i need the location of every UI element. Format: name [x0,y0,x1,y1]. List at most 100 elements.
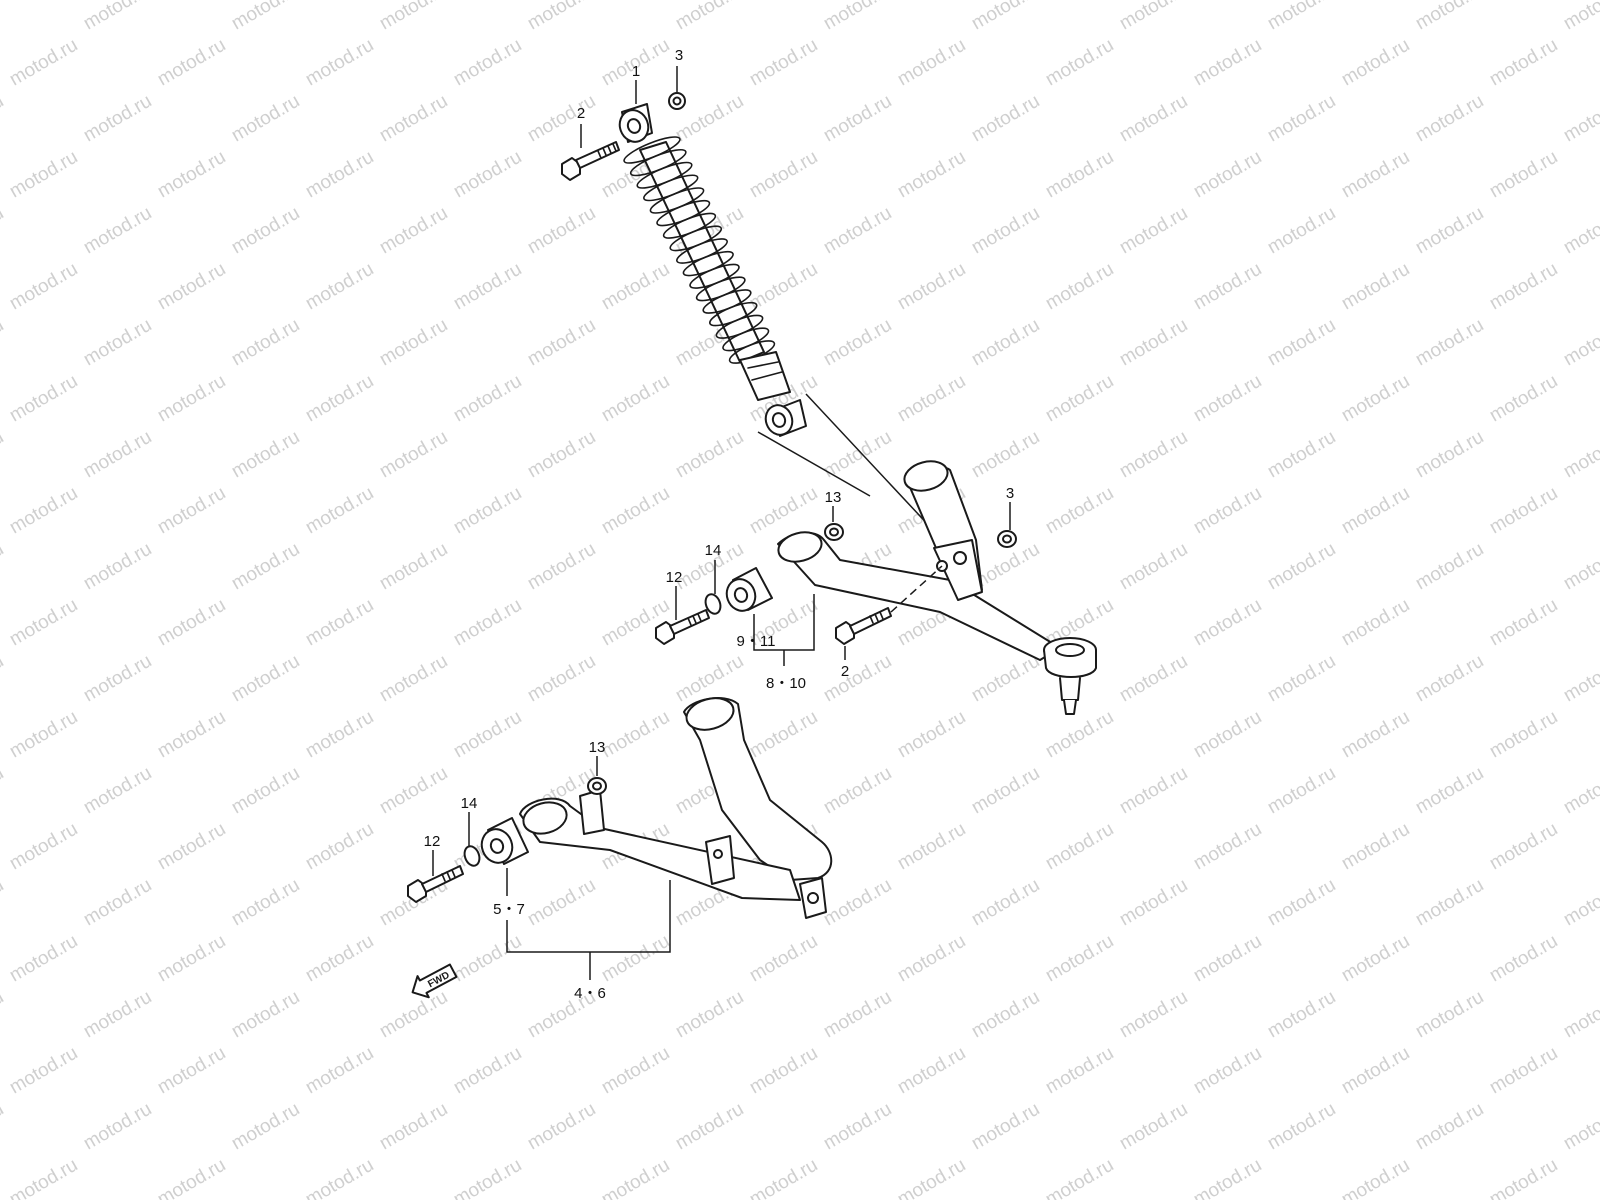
watermark-text: motod.ru [1116,875,1191,931]
watermark-text: motod.ru [80,427,155,483]
watermark-text: motod.ru [80,651,155,707]
watermark-text: motod.ru [6,931,81,987]
watermark-text: motod.ru [1486,595,1561,651]
watermark-text: motod.ru [228,91,303,147]
watermark-text: motod.ru [302,819,377,875]
watermark-text: motod.ru [1116,0,1191,34]
watermark-text: motod.ru [894,931,969,987]
upper-arm-washer [704,593,722,615]
watermark-text: motod.ru [450,483,525,539]
watermark-text: motod.ru [1190,483,1265,539]
watermark-text: motod.ru [598,1043,673,1099]
watermark-text: motod.ru [80,203,155,259]
watermark-text: motod.ru [672,987,747,1043]
watermark-text: motod.ru [1190,595,1265,651]
watermark-text: motod.ru [302,35,377,91]
watermark-text: motod.ru [968,91,1043,147]
watermark-text: motod.ru [1486,1155,1561,1200]
watermark-text: motod.ru [154,147,229,203]
watermark-text: motod.ru [1486,147,1561,203]
watermark-text: motod.ru [1560,875,1600,931]
watermark-text: motod.ru [1190,371,1265,427]
watermark-text: motod.ru [0,987,7,1043]
ball-joint [1043,637,1097,715]
watermark-text: motod.ru [6,595,81,651]
upper-arm-nut-3 [997,530,1017,548]
watermark-text: motod.ru [894,35,969,91]
watermark-text: motod.ru [376,203,451,259]
watermark-text: motod.ru [968,315,1043,371]
upper-arm-nut-13 [824,523,844,541]
watermark-text: motod.ru [598,371,673,427]
callout-lower-arm-bushing: 5・7 [493,901,525,918]
watermark-text: motod.ru [450,707,525,763]
watermark-text: motod.ru [6,1043,81,1099]
watermark-text: motod.ru [1560,1099,1600,1155]
watermark-text: motod.ru [228,539,303,595]
watermark-text: motod.ru [1560,0,1600,34]
watermark-text: motod.ru [228,651,303,707]
watermark-text: motod.ru [820,987,895,1043]
watermark-text: motod.ru [0,203,7,259]
watermark-text: motod.ru [154,483,229,539]
watermark-text: motod.ru [0,651,7,707]
watermark-text: motod.ru [6,35,81,91]
watermark-text: motod.ru [894,707,969,763]
watermark-text: motod.ru [154,35,229,91]
callout-lower-arm-bolt: 12 [424,833,441,850]
watermark-text: motod.ru [524,91,599,147]
watermark-text: motod.ru [1264,875,1339,931]
watermark-text: motod.ru [1412,875,1487,931]
watermark-text: motod.ru [302,259,377,315]
watermark-text: motod.ru [0,539,7,595]
watermark-text: motod.ru [376,0,451,34]
watermark-text: motod.ru [1338,1043,1413,1099]
watermark-text: motod.ru [1042,1043,1117,1099]
watermark-text: motod.ru [820,763,895,819]
watermark-text: motod.ru [1190,931,1265,987]
callout-upper-arm-bolt: 12 [666,569,683,586]
watermark-text: motod.ru [820,91,895,147]
watermark-text: motod.ru [746,147,821,203]
watermark-text: motod.ru [1264,763,1339,819]
watermark-text: motod.ru [1116,651,1191,707]
watermark-text: motod.ru [1042,147,1117,203]
shock-absorber [618,103,949,547]
watermark-text: motod.ru [1190,1155,1265,1200]
callout-upper-arm-bushing: 9・11 [737,633,776,650]
watermark-text: motod.ru [820,1099,895,1155]
watermark-text: motod.ru [80,987,155,1043]
shock-top-bushing [618,103,653,143]
watermark-text: motod.ru [0,427,7,483]
lower-arm-bolt [407,865,464,903]
watermark-text: motod.ru [1412,651,1487,707]
watermark-text: motod.ru [968,1099,1043,1155]
watermark-text: motod.ru [1264,203,1339,259]
watermark-text: motod.ru [450,1043,525,1099]
watermark-text: motod.ru [1412,763,1487,819]
watermark-text: motod.ru [0,0,7,34]
watermark-text: motod.ru [894,1155,969,1200]
watermark-text: motod.ru [154,1043,229,1099]
watermark-text: motod.ru [672,1099,747,1155]
leader-lines [432,66,1011,980]
watermark-text: motod.ru [968,651,1043,707]
watermark-text: motod.ru [154,259,229,315]
watermark-text: motod.ru [820,651,895,707]
watermark-text: motod.ru [894,147,969,203]
watermark-text: motod.ru [154,595,229,651]
watermark-text: motod.ru [1486,259,1561,315]
watermark-text: motod.ru [6,1155,81,1200]
watermark-text: motod.ru [302,371,377,427]
watermark-text: motod.ru [80,315,155,371]
watermark-text: motod.ru [302,483,377,539]
watermark-text: motod.ru [968,0,1043,34]
watermark-text: motod.ru [1042,259,1117,315]
watermark-text: motod.ru [1338,483,1413,539]
watermark-text: motod.ru [746,1155,821,1200]
watermark-text: motod.ru [376,427,451,483]
watermark-text: motod.ru [1042,819,1117,875]
watermark-text: motod.ru [820,0,895,34]
watermark-text: motod.ru [524,651,599,707]
watermark-text: motod.ru [1264,987,1339,1043]
